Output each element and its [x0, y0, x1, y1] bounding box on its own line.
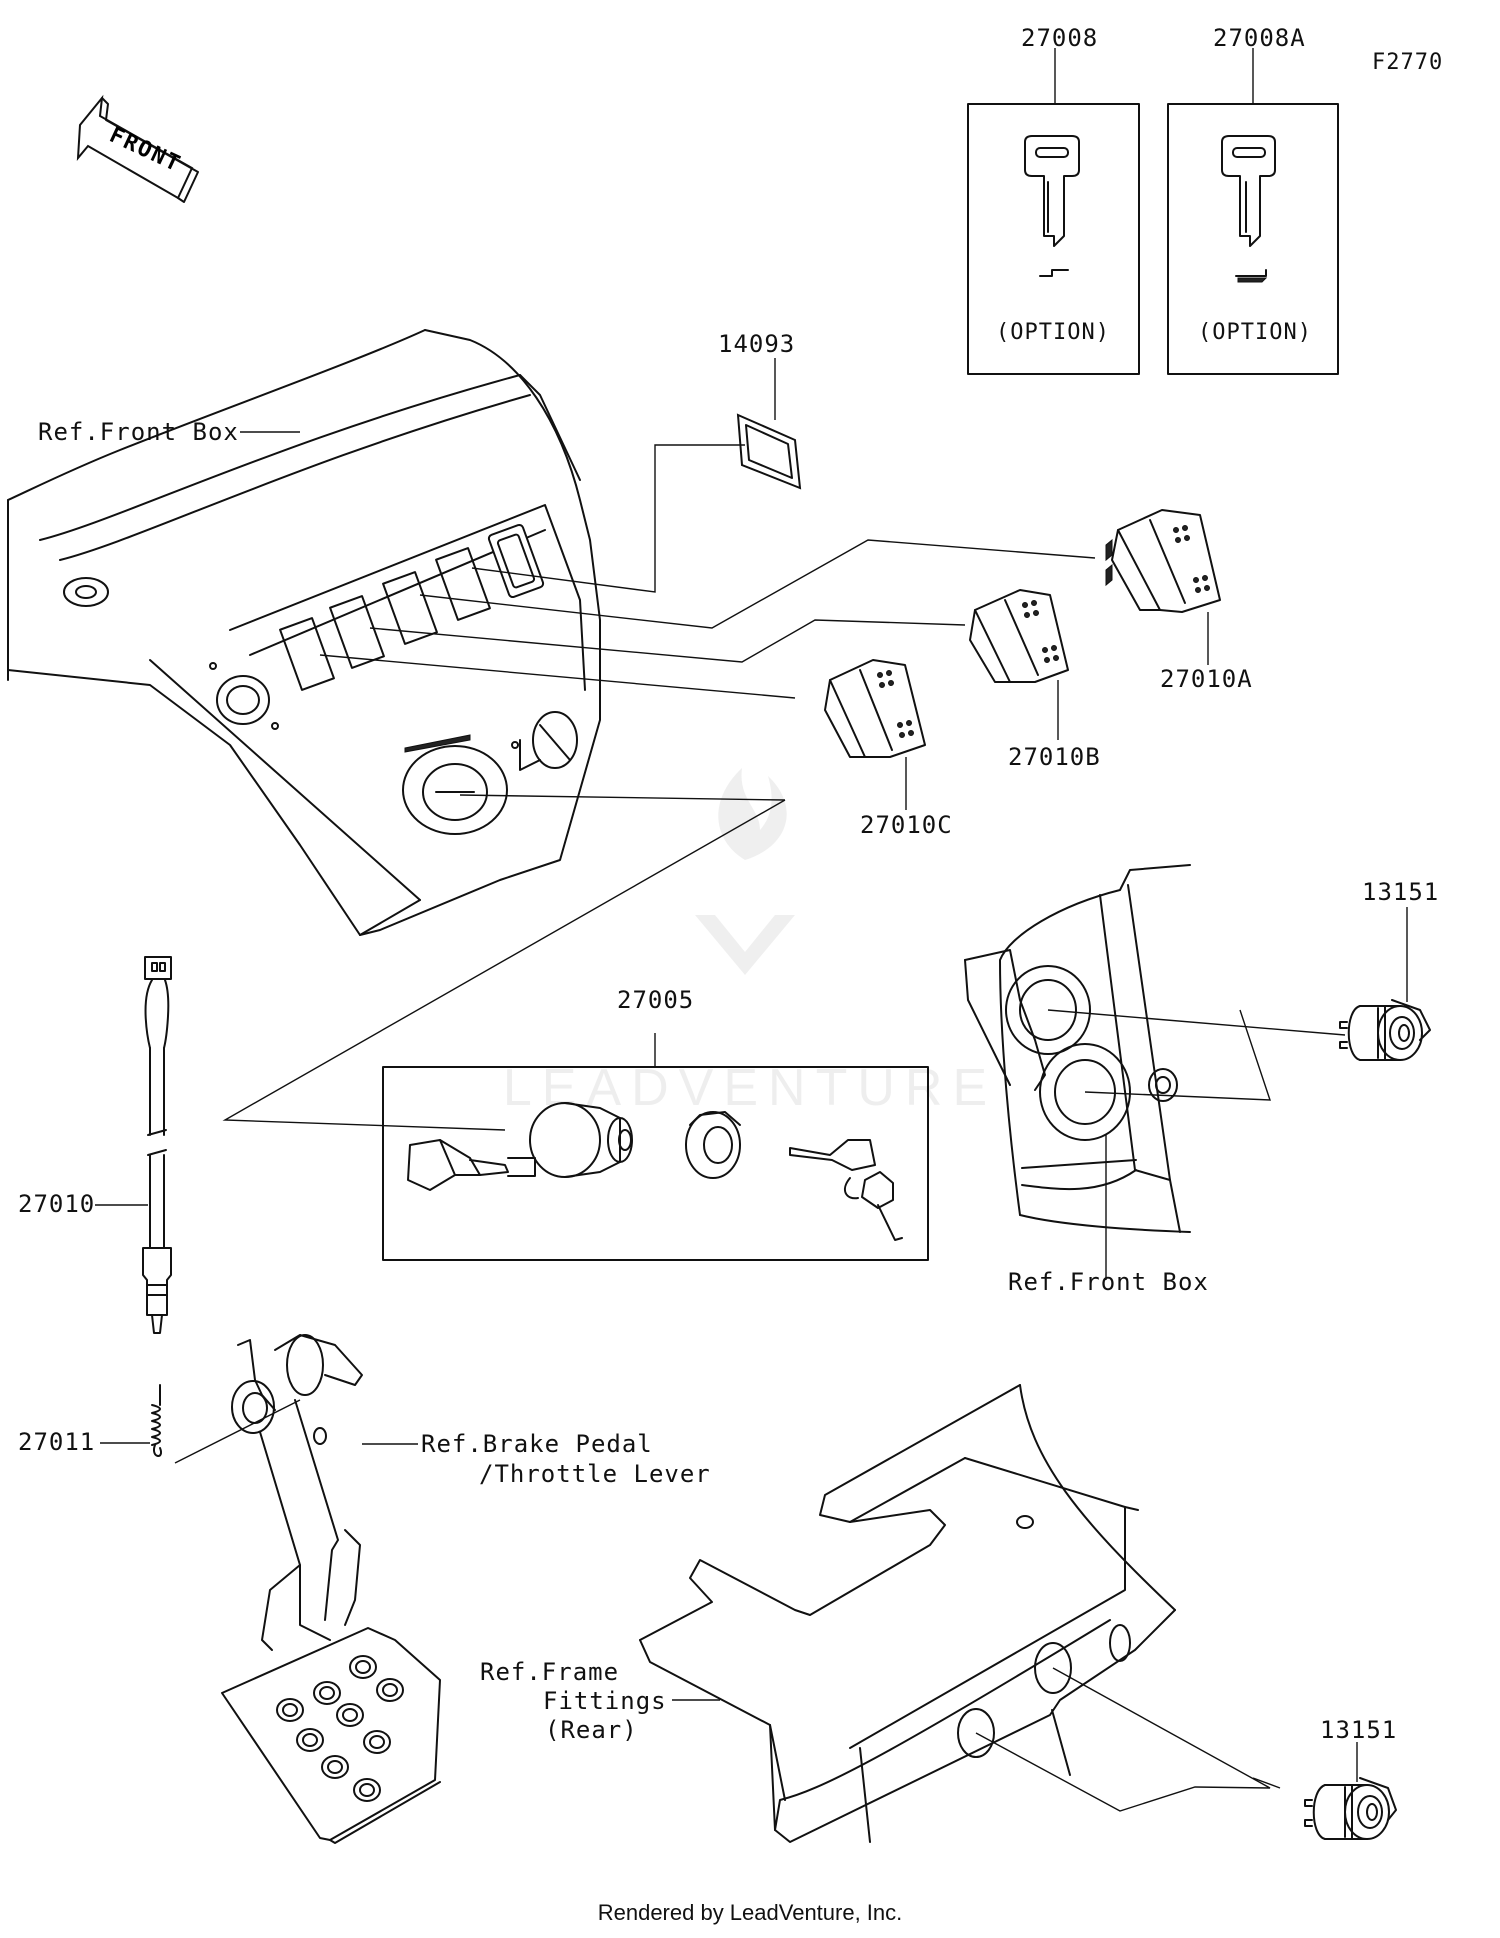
brake-pedal	[174, 1334, 441, 1844]
ref-brake-pedal-line2: /Throttle Lever	[479, 1460, 711, 1488]
spring-27011	[100, 1384, 163, 1457]
ref-frame-line2: Fittings	[543, 1687, 667, 1715]
part-label-13151-top: 13151	[1362, 878, 1440, 906]
socket-13151-top	[1339, 907, 1431, 1061]
front-arrow-icon: FRONT	[76, 94, 199, 203]
brake-switch-27010	[95, 956, 172, 1334]
ref-brake-pedal-line1: Ref.Brake Pedal	[421, 1430, 653, 1458]
key-27008-box	[967, 48, 1140, 375]
part-label-13151-bottom: 13151	[1320, 1716, 1398, 1744]
socket-13151-bottom	[1304, 1742, 1397, 1840]
part-label-27008: 27008	[1021, 24, 1099, 52]
part-label-27011: 27011	[18, 1428, 96, 1456]
leader-lines-panel	[222, 444, 1096, 1131]
switch-27010A	[1105, 509, 1221, 665]
part-label-14093: 14093	[718, 330, 796, 358]
ref-front-box-top: Ref.Front Box	[38, 418, 239, 446]
part-label-27008A: 27008A	[1213, 24, 1306, 52]
ref-front-box-right: Ref.Front Box	[1008, 1268, 1209, 1296]
footer-credit: Rendered by LeadVenture, Inc.	[597, 1900, 903, 1925]
switch-27010B	[969, 589, 1069, 740]
option-label-2: (OPTION)	[1198, 320, 1312, 345]
key-27008A-box	[1167, 48, 1339, 375]
part-label-27010C: 27010C	[860, 811, 953, 839]
part-label-27005: 27005	[617, 986, 695, 1014]
front-box-sockets-panel	[964, 864, 1346, 1280]
option-label-1: (OPTION)	[996, 320, 1110, 345]
diagram-code: F2770	[1372, 50, 1444, 75]
ref-frame-line3: (Rear)	[545, 1716, 638, 1744]
cap-14093	[736, 358, 802, 490]
rear-frame-fittings	[639, 1384, 1281, 1843]
leadventure-watermark: LEADVENTURE	[503, 768, 997, 1117]
switch-27010C	[824, 659, 926, 810]
part-label-27010: 27010	[18, 1190, 96, 1218]
front-box-panel	[7, 329, 601, 936]
part-label-27010B: 27010B	[1008, 743, 1101, 771]
ref-frame-line1: Ref.Frame	[480, 1658, 620, 1686]
part-label-27010A: 27010A	[1160, 665, 1253, 693]
watermark-text: LEADVENTURE	[503, 1059, 997, 1117]
ignition-switch-27005	[382, 1033, 929, 1261]
